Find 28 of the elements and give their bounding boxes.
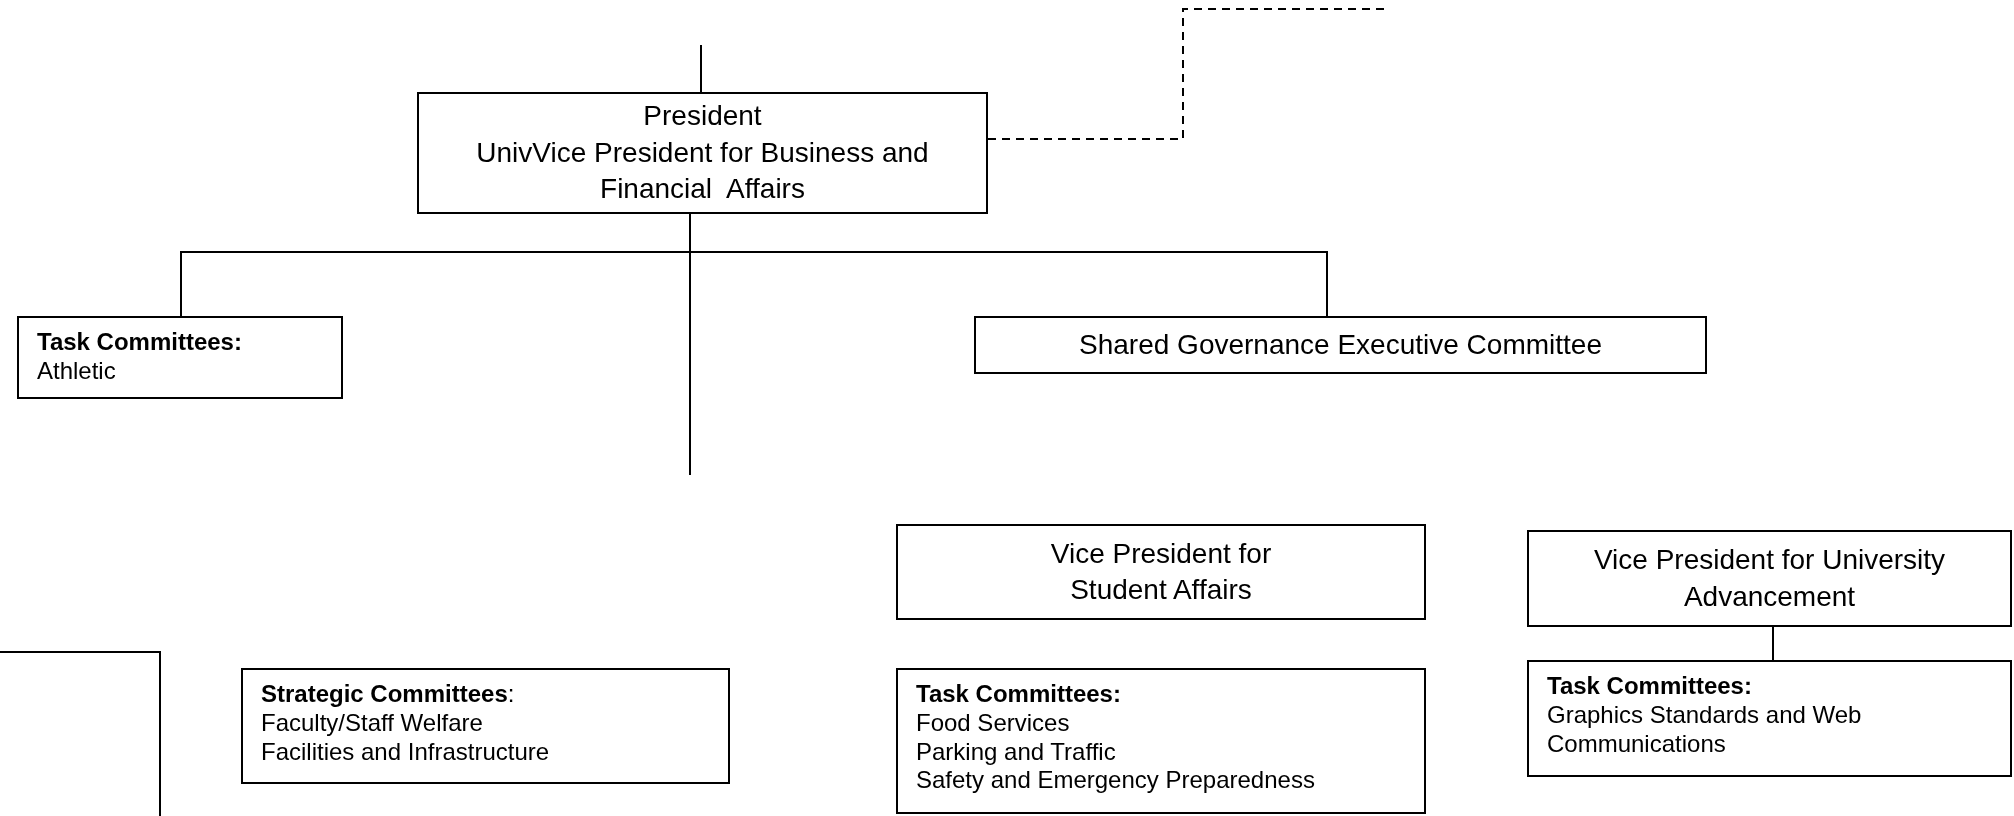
position-box (974, 316, 1707, 374)
position-title: Shared Governance Executive Committee (1079, 327, 1602, 362)
position-box (417, 92, 988, 214)
committee-item: Food Services (916, 708, 1071, 738)
committee-heading: Strategic Committees: (261, 680, 516, 709)
box-outline (0, 651, 161, 816)
connector-line (689, 213, 691, 476)
position-title: Vice President for University Advancement (1592, 543, 1947, 614)
position-title: UnivVice President for Business and Financial Affairs (475, 135, 930, 207)
position-title: President (643, 99, 762, 134)
committee-item: Parking and Traffic (916, 737, 1117, 767)
committee-heading: Task Committees: (916, 680, 1122, 709)
position-title: Vice President for Student Affairs (1049, 536, 1273, 607)
committee-box (17, 316, 343, 399)
committee-box (1527, 660, 2012, 777)
committee-item: Facilities and Infrastructure (261, 737, 551, 767)
committee-item: Graphics Standards and Web Communications (1547, 700, 1863, 759)
committee-heading: Task Committees: (1547, 672, 1753, 701)
connector-line (700, 44, 702, 93)
committee-item: Safety and Emergency Preparedness (916, 766, 1316, 796)
connector-line (1772, 626, 1774, 661)
position-box (896, 524, 1426, 620)
committee-box (241, 668, 730, 784)
committee-box (896, 668, 1426, 814)
committee-item: Athletic (37, 356, 117, 386)
committee-heading: Task Committees: (37, 328, 243, 357)
committee-item: Faculty/Staff Welfare (261, 708, 484, 738)
position-box (1527, 530, 2012, 627)
